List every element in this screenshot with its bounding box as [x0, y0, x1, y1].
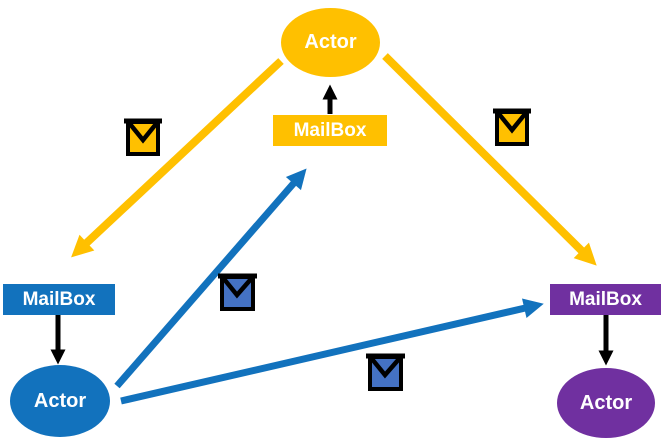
right-actor-label: Actor	[579, 391, 633, 414]
arrow-top-actor-to-right-mailbox	[382, 53, 597, 266]
envelope-flap	[497, 112, 527, 134]
right-mailbox-label: MailBox	[569, 288, 642, 310]
envelope-flap	[222, 277, 253, 299]
envelope-icon	[366, 353, 405, 391]
right-actor-node: Actor	[557, 368, 655, 438]
envelope-icon	[493, 108, 531, 146]
envelope-flap	[128, 122, 158, 144]
top-mailbox-node: MailBox	[273, 115, 387, 146]
top-mailbox-label: MailBox	[293, 119, 367, 141]
arrow-top-actor-to-left-mailbox	[71, 58, 284, 258]
arrow-left-actor-to-top-mailbox	[114, 168, 307, 389]
envelope-icon	[218, 273, 257, 311]
right-mailbox-node: MailBox	[550, 284, 661, 315]
arrow-left-actor-to-right-mailbox	[120, 298, 544, 405]
envelope-flap	[370, 357, 401, 379]
left-actor-label: Actor	[33, 389, 87, 412]
envelope-icon	[124, 118, 162, 156]
top-actor-node: Actor	[281, 8, 380, 77]
left-mailbox-node: MailBox	[3, 284, 115, 315]
left-actor-node: Actor	[10, 365, 110, 437]
left-mailbox-label: MailBox	[22, 288, 96, 310]
top-actor-label: Actor	[304, 31, 357, 53]
